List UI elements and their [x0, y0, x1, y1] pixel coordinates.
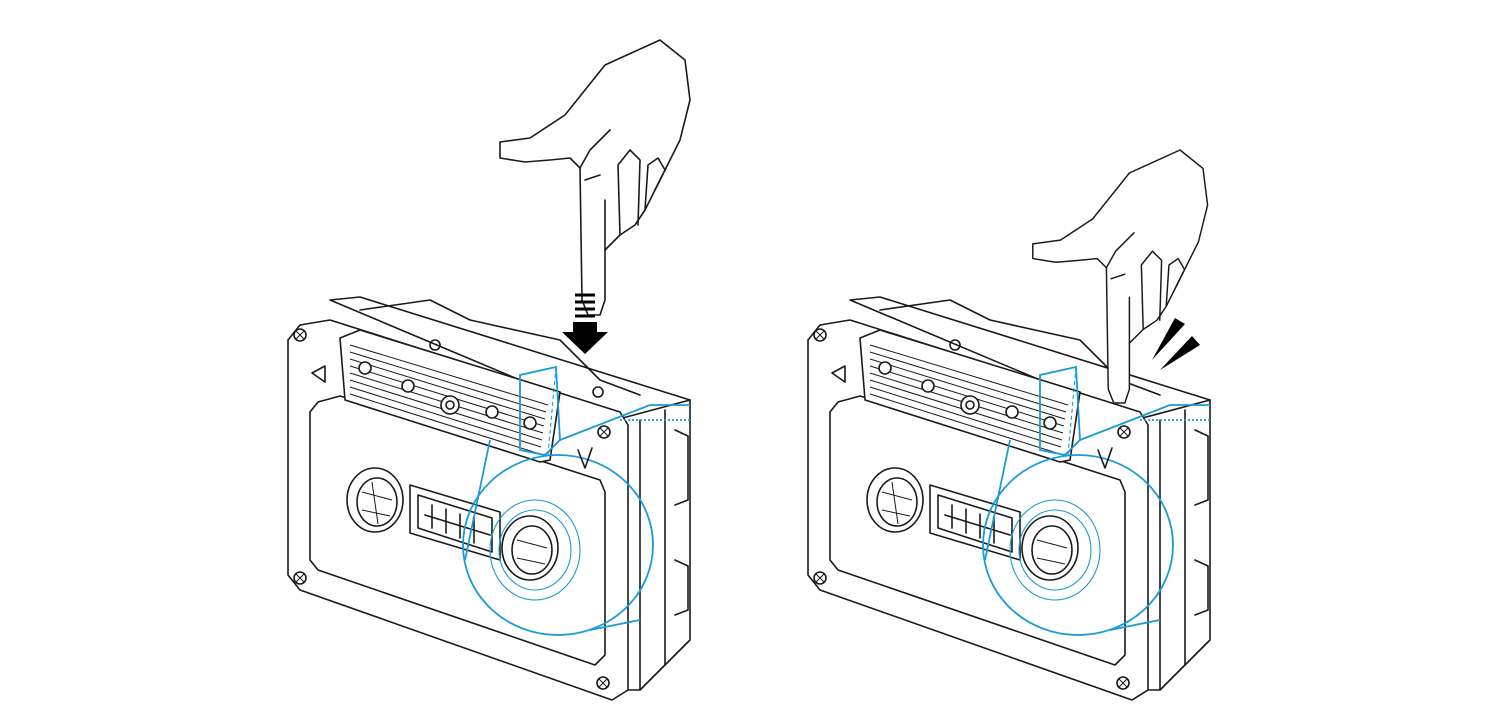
label-cassette-left: [287, 296, 691, 701]
step-2-pressed: [807, 149, 1211, 701]
impact-burst-icon: [1152, 318, 1200, 370]
step-1-press: [287, 39, 691, 701]
arrow-down-icon: [562, 293, 608, 354]
hand-pointing-icon: [499, 39, 691, 316]
label-cassette-right: [807, 296, 1211, 701]
